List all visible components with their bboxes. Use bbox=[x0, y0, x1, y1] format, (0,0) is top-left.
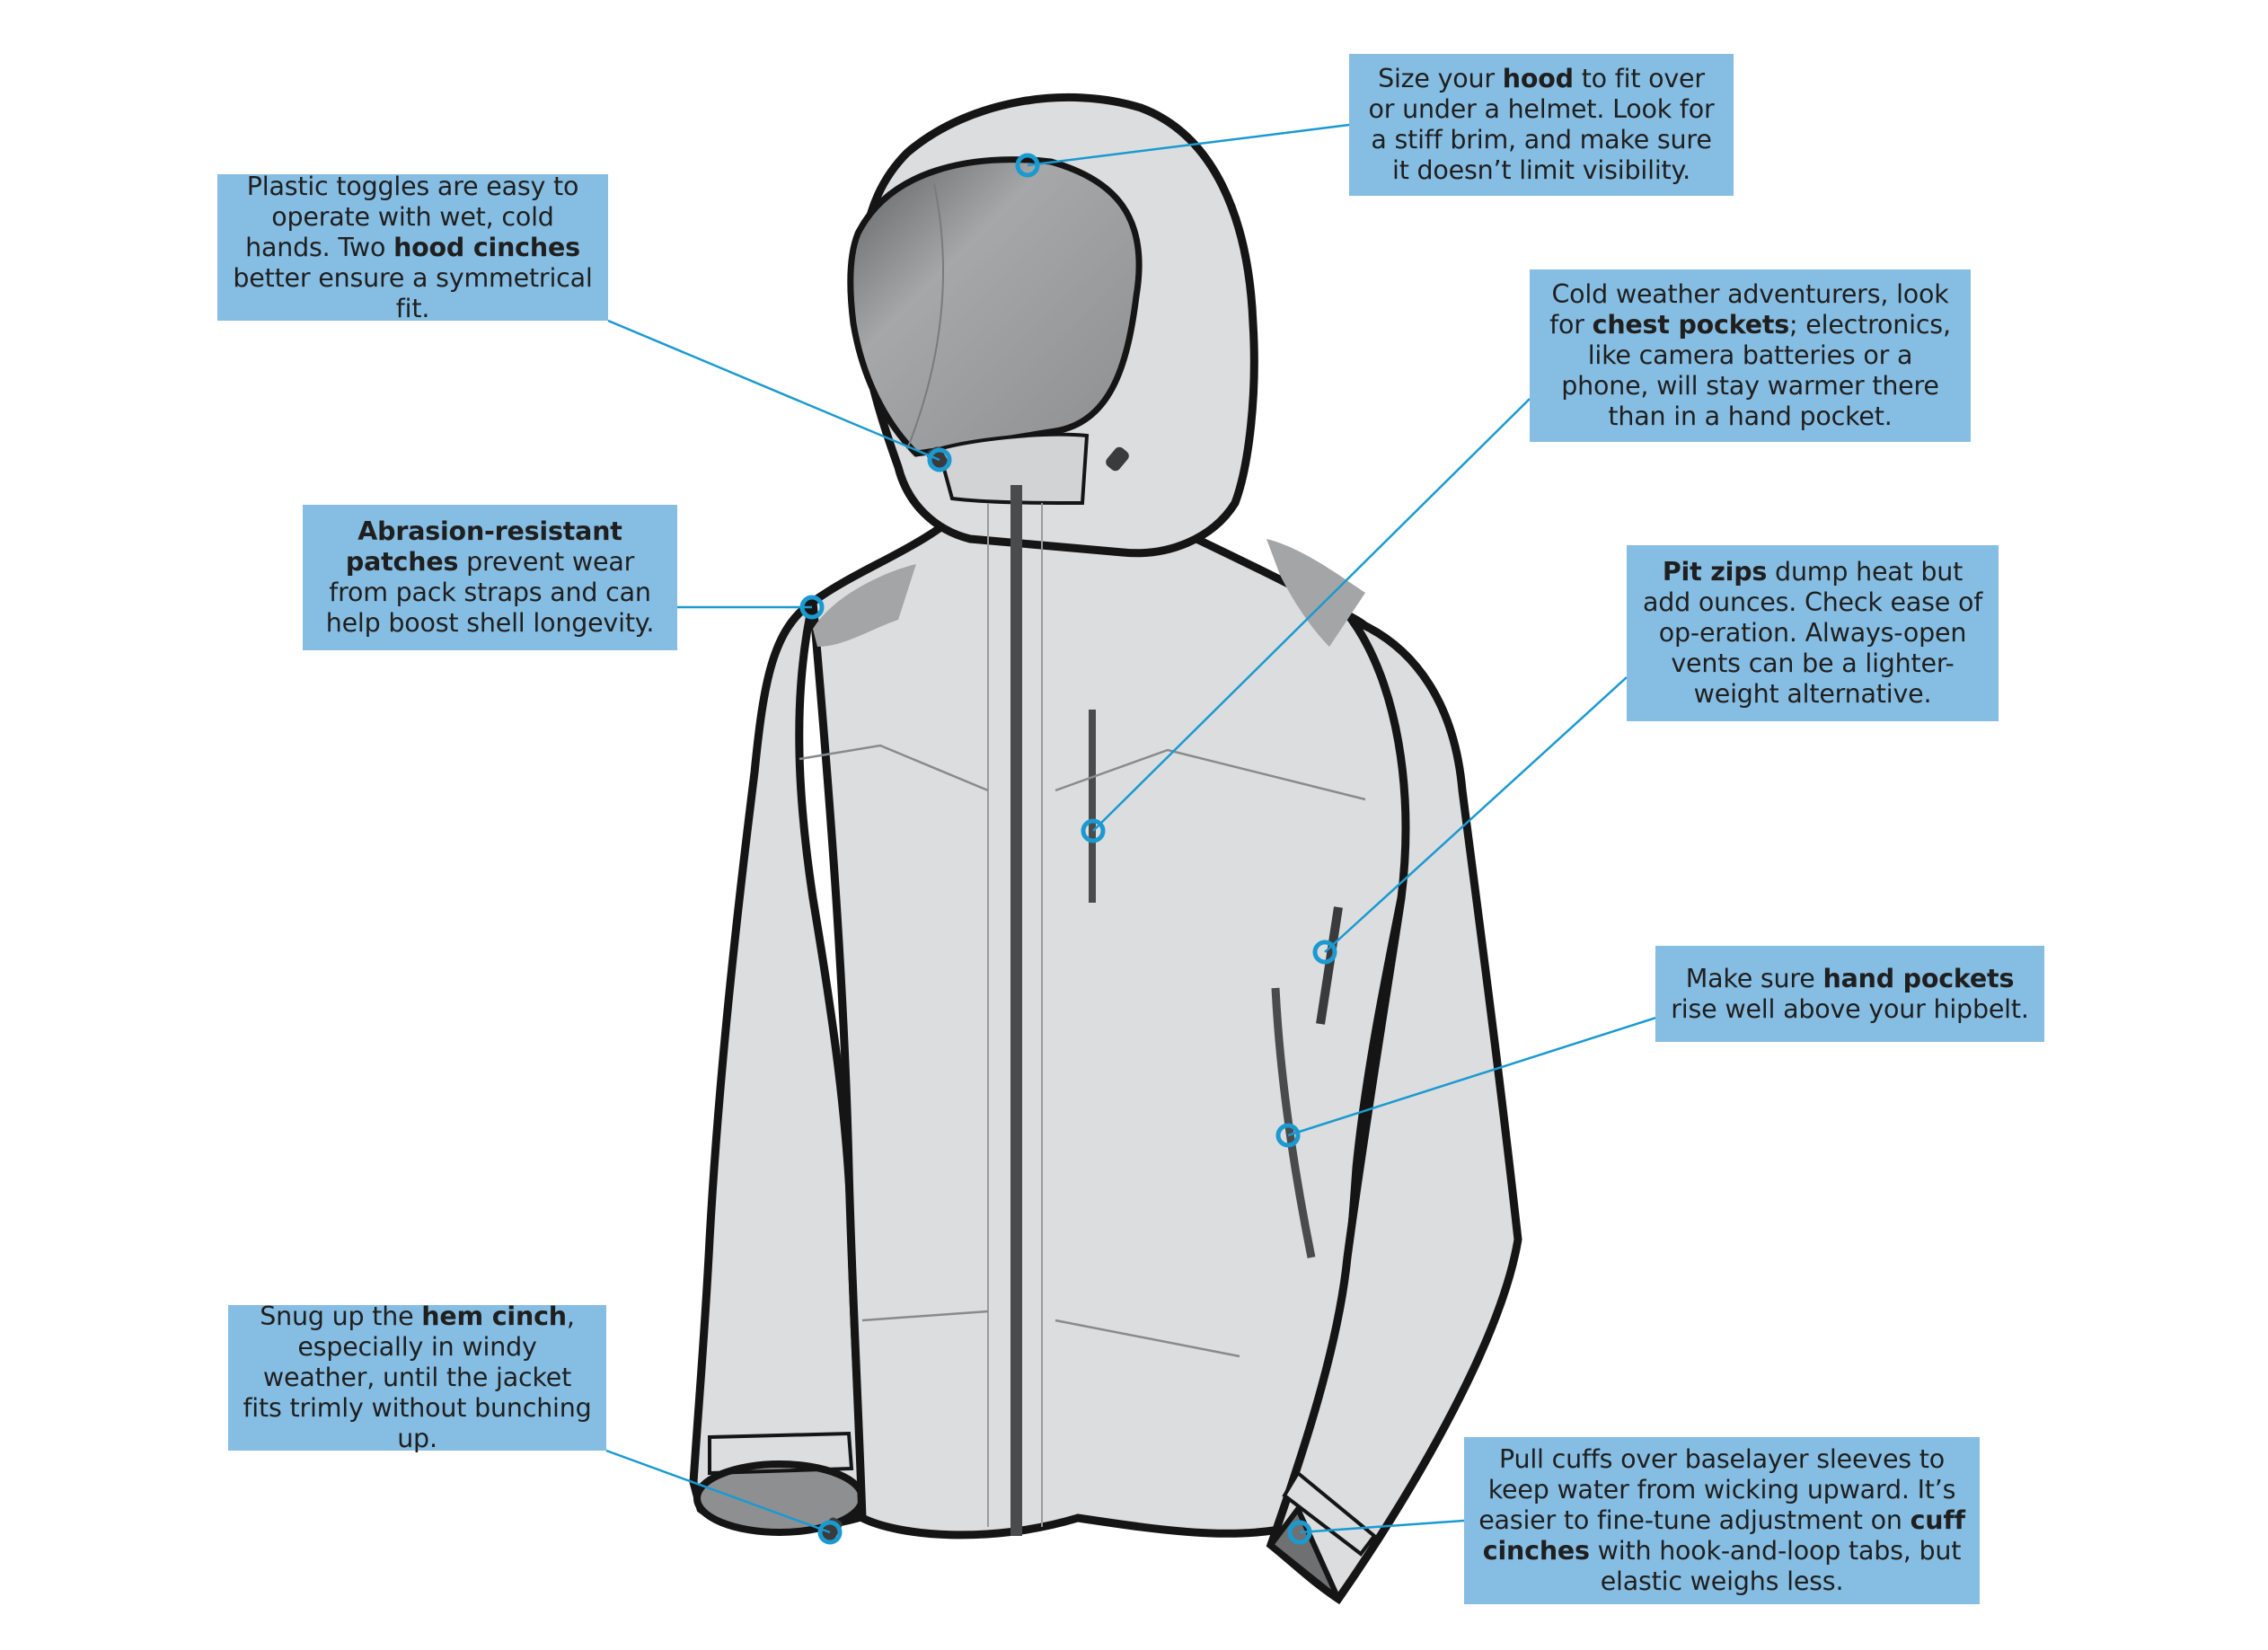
marker-ring-icon bbox=[1081, 818, 1106, 843]
leader-line-hand-pockets bbox=[1287, 1017, 1656, 1137]
leader-line-pit-zips bbox=[1324, 676, 1628, 953]
callout-hood-cinches: Plastic toggles are easy to operate with… bbox=[217, 172, 608, 323]
leader-line-hood-cinches bbox=[607, 319, 940, 462]
marker-ring-icon bbox=[799, 595, 825, 620]
marker-ring-icon bbox=[927, 447, 952, 472]
abrasion-patch-left bbox=[813, 564, 916, 647]
marker-ring-icon bbox=[1312, 940, 1337, 965]
callout-chest-pockets: Cold weather adventurers, look for chest… bbox=[1530, 269, 1971, 442]
leader-line-hood bbox=[1027, 123, 1350, 167]
marker-ring-icon bbox=[817, 1520, 843, 1545]
leader-line-hem-cinch bbox=[605, 1449, 831, 1534]
hand-pocket-zipper bbox=[1271, 987, 1316, 1258]
leader-line-chest-pockets bbox=[1092, 398, 1531, 832]
hood-opening bbox=[847, 156, 1143, 457]
main-zipper bbox=[1010, 485, 1022, 1536]
callout-pit-zips: Pit zips dump heat but add ounces. Check… bbox=[1627, 545, 1999, 721]
marker-ring-icon bbox=[1275, 1123, 1301, 1148]
callout-abrasion-patches: Abrasion-resistant patches prevent wear … bbox=[303, 505, 677, 650]
leader-line-cuff-cinches bbox=[1299, 1519, 1465, 1534]
marker-ring-icon bbox=[1015, 153, 1040, 178]
callout-hood: Size your hood to fit over or under a he… bbox=[1349, 54, 1734, 196]
abrasion-patch-right bbox=[1266, 539, 1365, 647]
callout-cuff-cinches: Pull cuffs over baselayer sleeves to kee… bbox=[1464, 1437, 1980, 1604]
pit-zip bbox=[1316, 906, 1343, 1025]
callout-hem-cinch: Snug up the hem cinch, especially in win… bbox=[228, 1301, 606, 1453]
callout-hand-pockets: Make sure hand pockets rise well above y… bbox=[1655, 946, 2044, 1042]
chest-pocket-zipper bbox=[1089, 710, 1096, 903]
marker-ring-icon bbox=[1287, 1520, 1312, 1545]
